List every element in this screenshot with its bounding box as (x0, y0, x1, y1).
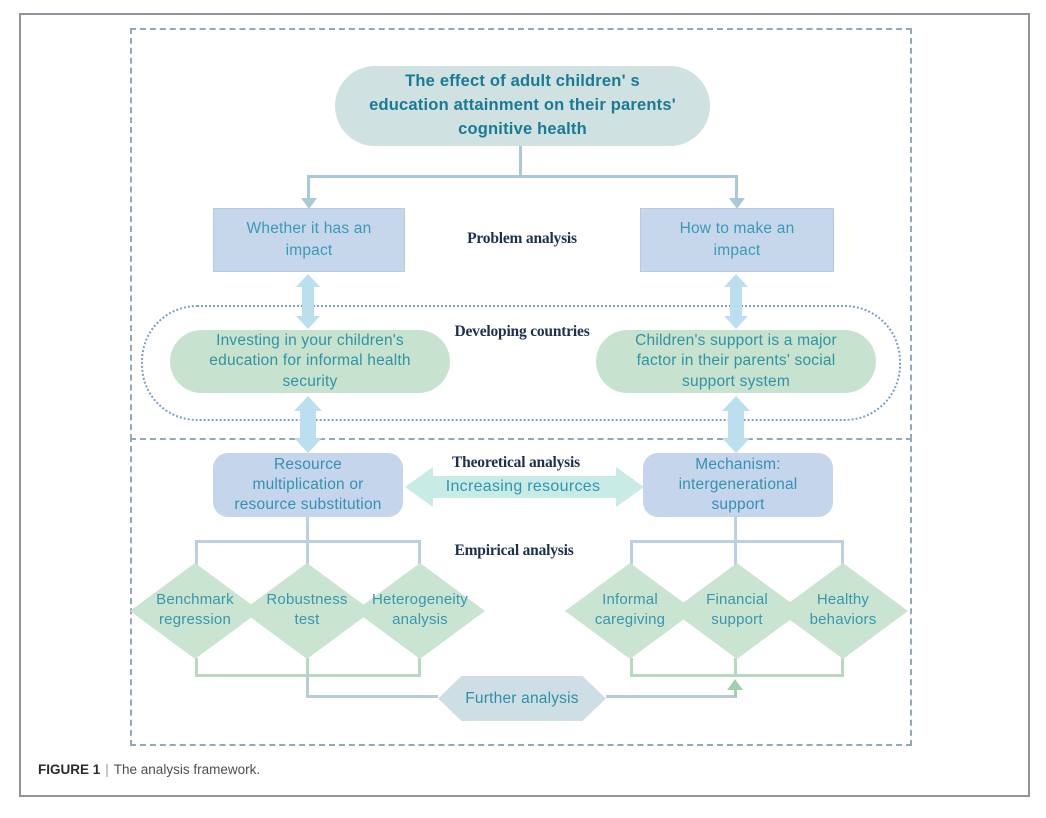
connector-to-further (306, 674, 309, 698)
bracket-line (841, 658, 844, 674)
node-line: impact (285, 242, 333, 259)
bracket-line (841, 540, 844, 565)
problem-analysis-label: Problem analysis (467, 230, 577, 247)
node-line: impact (713, 242, 761, 259)
figure-caption: FIGURE 1 | The analysis framework. (38, 762, 260, 777)
node-line: Further analysis (465, 689, 579, 707)
node-line: behaviors (809, 611, 877, 629)
node-line: support system (682, 372, 790, 390)
arrowhead-up-icon (727, 676, 743, 690)
diamond-label: Robustness test (232, 590, 382, 631)
bracket-line (306, 517, 309, 565)
bracket-line (195, 658, 198, 674)
arrowhead-down-icon (301, 198, 317, 212)
connector-from-further (734, 686, 737, 697)
bracket-line (734, 517, 737, 565)
mechanism-node: Mechanism: intergenerational support (643, 453, 833, 517)
node-line: test (294, 611, 320, 629)
double-arrow-body (300, 407, 316, 439)
investing-education-node: Investing in your children's education f… (170, 330, 450, 393)
node-line: analysis (392, 611, 448, 629)
node-line: education for informal health (209, 352, 411, 370)
empirical-analysis-label: Empirical analysis (454, 542, 574, 559)
double-arrow-body (302, 283, 314, 317)
connector-from-further (606, 695, 737, 698)
bracket-line (418, 540, 421, 565)
connector-branch-right (735, 175, 738, 200)
double-arrow-body (730, 283, 742, 317)
diamond-label: Healthy behaviors (768, 590, 918, 631)
caption-label: FIGURE 1 (38, 762, 101, 777)
bracket-line (630, 540, 844, 543)
node-line: support (711, 611, 763, 629)
bracket-line (630, 674, 844, 677)
node-line: Mechanism: (695, 455, 781, 473)
dashed-section-bottom (130, 436, 912, 746)
children-support-node: Children's support is a major factor in … (596, 330, 876, 393)
bracket-line (418, 658, 421, 674)
further-analysis-node: Further analysis (438, 676, 606, 721)
node-line: Heterogeneity (372, 591, 468, 608)
node-line: intergenerational (678, 475, 798, 493)
node-line: Resource (274, 455, 342, 473)
diamond-label: Benchmark regression (120, 590, 270, 631)
double-arrow-down-icon (296, 316, 320, 332)
node-line: Healthy (816, 591, 870, 608)
node-line: Children's support is a major (635, 332, 837, 350)
node-line: Benchmark (156, 591, 234, 608)
double-arrow-body (728, 407, 744, 439)
caption-separator: | (105, 762, 109, 777)
bracket-line (630, 540, 633, 565)
connector-root-stem (519, 146, 522, 178)
arrowhead-down-icon (729, 198, 745, 212)
node-line: resource substitution (234, 496, 382, 514)
diamond-label: Financial support (662, 590, 812, 631)
root-node: The effect of adult children' s educatio… (335, 66, 710, 146)
arrowhead-left-icon (402, 467, 433, 507)
node-line: Financial (706, 591, 768, 608)
bracket-line (306, 658, 309, 674)
diamond-label: Informal caregiving (555, 590, 705, 631)
node-line: multiplication or (252, 475, 364, 493)
bracket-line (630, 658, 633, 674)
resource-multiplication-node: Resource multiplication or resource subs… (213, 453, 403, 517)
node-line: cognitive health (458, 119, 587, 138)
dashed-section-top (130, 28, 912, 440)
developing-countries-label: Developing countries (454, 323, 590, 340)
connector-branch-line (307, 175, 738, 178)
node-line: Whether it has an (246, 220, 372, 238)
arrowhead-right-icon (616, 467, 647, 507)
node-line: Investing in your children's (216, 332, 404, 350)
caption-text: The analysis framework. (113, 762, 261, 777)
double-arrow-down-icon (294, 438, 322, 456)
diamond-label: Heterogeneity analysis (345, 590, 495, 631)
bracket-line (734, 658, 737, 674)
node-line: Robustness (266, 591, 348, 608)
node-line: regression (158, 611, 232, 629)
dotted-container (141, 305, 901, 421)
theoretical-analysis-label: Theoretical analysis (452, 454, 580, 471)
horizontal-double-arrow-body (430, 476, 616, 498)
node-line: caregiving (594, 611, 666, 629)
node-line: factor in their parents' social (636, 352, 836, 370)
node-line: security (282, 372, 338, 390)
node-line: support (711, 496, 765, 514)
increasing-resources-label: Increasing resources (445, 478, 601, 495)
connector-to-further (306, 695, 438, 698)
node-line: Informal (602, 591, 658, 608)
node-line: How to make an (679, 220, 795, 238)
connector-branch-left (307, 175, 310, 200)
node-line: education attainment on their parents' (369, 96, 676, 115)
double-arrow-down-icon (724, 316, 748, 332)
bracket-line (195, 540, 198, 565)
double-arrow-down-icon (722, 438, 750, 456)
node-line: The effect of adult children' s (405, 72, 640, 91)
whether-impact-node: Whether it has an impact (213, 208, 405, 272)
how-impact-node: How to make an impact (640, 208, 834, 272)
